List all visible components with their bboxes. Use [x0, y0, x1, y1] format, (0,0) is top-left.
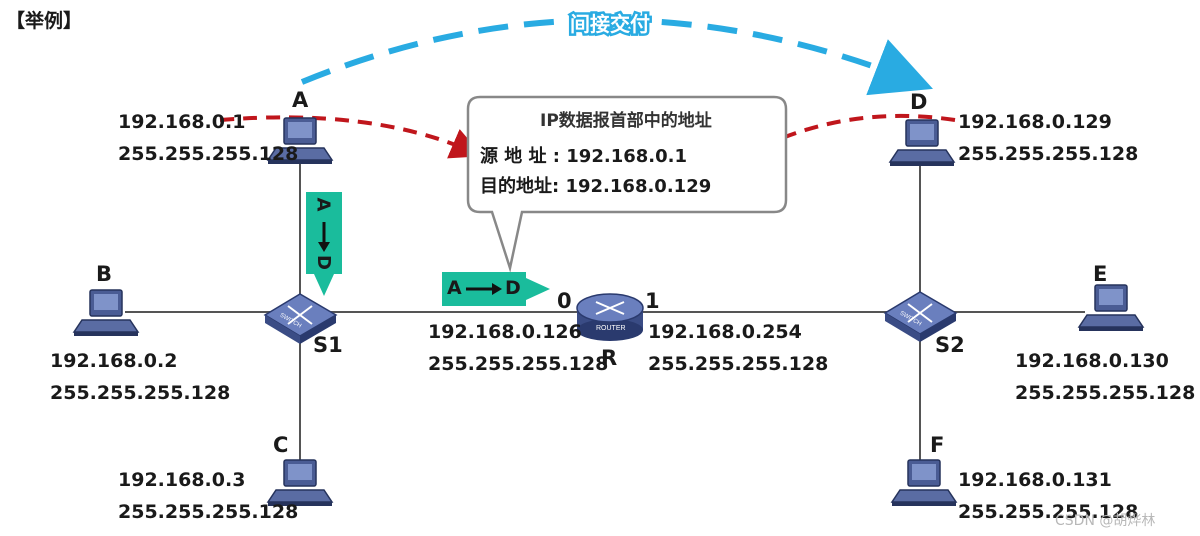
indirect-delivery-arrow: [300, 17, 933, 96]
host-a-label: A: [292, 88, 309, 112]
router-port1-ip: 192.168.0.254: [648, 321, 802, 343]
host-a-ip: 192.168.0.1: [118, 111, 246, 133]
switch-s1-label: S1: [313, 333, 343, 357]
switch-s2-icon: SWITCH: [883, 291, 958, 342]
callout-title: IP数据报首部中的地址: [540, 111, 712, 131]
host-d-label: D: [910, 90, 928, 114]
router-port0-address: 192.168.0.126 255.255.255.128: [428, 316, 609, 380]
vertical-packet-to: D: [312, 255, 334, 270]
host-b-label: B: [96, 262, 113, 286]
host-f-mask: 255.255.255.128: [958, 501, 1139, 523]
host-f-label: F: [930, 433, 945, 457]
host-e-address: 192.168.0.130 255.255.255.128: [1015, 345, 1195, 409]
pc-d-icon: [889, 119, 955, 167]
callout-destination-value: 192.168.0.129: [565, 176, 712, 197]
host-c-address: 192.168.0.3 255.255.255.128: [118, 464, 298, 528]
router-label: R: [601, 346, 618, 370]
callout-bubble: [466, 95, 788, 273]
host-d-ip: 192.168.0.129: [958, 111, 1112, 133]
router-port1-mask: 255.255.255.128: [648, 353, 829, 375]
switch-s1-icon: SWITCH: [263, 293, 338, 344]
callout-source-value: 192.168.0.1: [566, 146, 687, 167]
vertical-packet-from: A: [312, 197, 334, 212]
host-c-mask: 255.255.255.128: [118, 501, 299, 523]
host-a-mask: 255.255.255.128: [118, 143, 299, 165]
router-icon: ROUTER: [576, 293, 644, 341]
svg-text:ROUTER: ROUTER: [596, 325, 626, 332]
horizontal-packet-to: D: [505, 277, 521, 299]
host-e-mask: 255.255.255.128: [1015, 382, 1196, 404]
router-port0-mask: 255.255.255.128: [428, 353, 609, 375]
destination-address-arrow: [694, 113, 956, 188]
host-b-address: 192.168.0.2 255.255.255.128: [50, 345, 230, 409]
router-port0-label: 0: [557, 289, 572, 313]
pc-e-icon: [1078, 284, 1144, 332]
callout-destination-label: 目的地址:: [480, 176, 560, 197]
router-port1-address: 192.168.0.254 255.255.255.128: [648, 316, 828, 380]
router-port0-ip: 192.168.0.126: [428, 321, 582, 343]
vertical-packet: [306, 192, 342, 296]
host-f-address: 192.168.0.131 255.255.255.128: [958, 464, 1138, 528]
source-address-arrow: [219, 115, 483, 159]
horizontal-packet-from: A: [447, 277, 462, 299]
host-d-mask: 255.255.255.128: [958, 143, 1139, 165]
indirect-delivery-label: 间接交付: [568, 10, 653, 39]
callout-source-row: 源 地 址 : 192.168.0.1: [480, 142, 687, 168]
host-f-ip: 192.168.0.131: [958, 469, 1112, 491]
host-e-label: E: [1093, 262, 1108, 286]
host-c-label: C: [273, 433, 289, 457]
callout-source-label: 源 地 址 :: [480, 146, 560, 167]
page-title: 【举例】: [6, 10, 83, 32]
host-b-mask: 255.255.255.128: [50, 382, 231, 404]
host-c-ip: 192.168.0.3: [118, 469, 246, 491]
switch-s2-label: S2: [935, 333, 965, 357]
pc-f-icon: [891, 459, 957, 507]
watermark: CSDN @胡烨林: [1055, 513, 1156, 529]
horizontal-packet: [442, 272, 550, 306]
callout-destination-row: 目的地址: 192.168.0.129: [480, 172, 711, 198]
host-a-address: 192.168.0.1 255.255.255.128: [118, 106, 298, 170]
host-e-ip: 192.168.0.130: [1015, 350, 1169, 372]
host-b-ip: 192.168.0.2: [50, 350, 178, 372]
host-d-address: 192.168.0.129 255.255.255.128: [958, 106, 1138, 170]
router-port1-label: 1: [645, 289, 660, 313]
